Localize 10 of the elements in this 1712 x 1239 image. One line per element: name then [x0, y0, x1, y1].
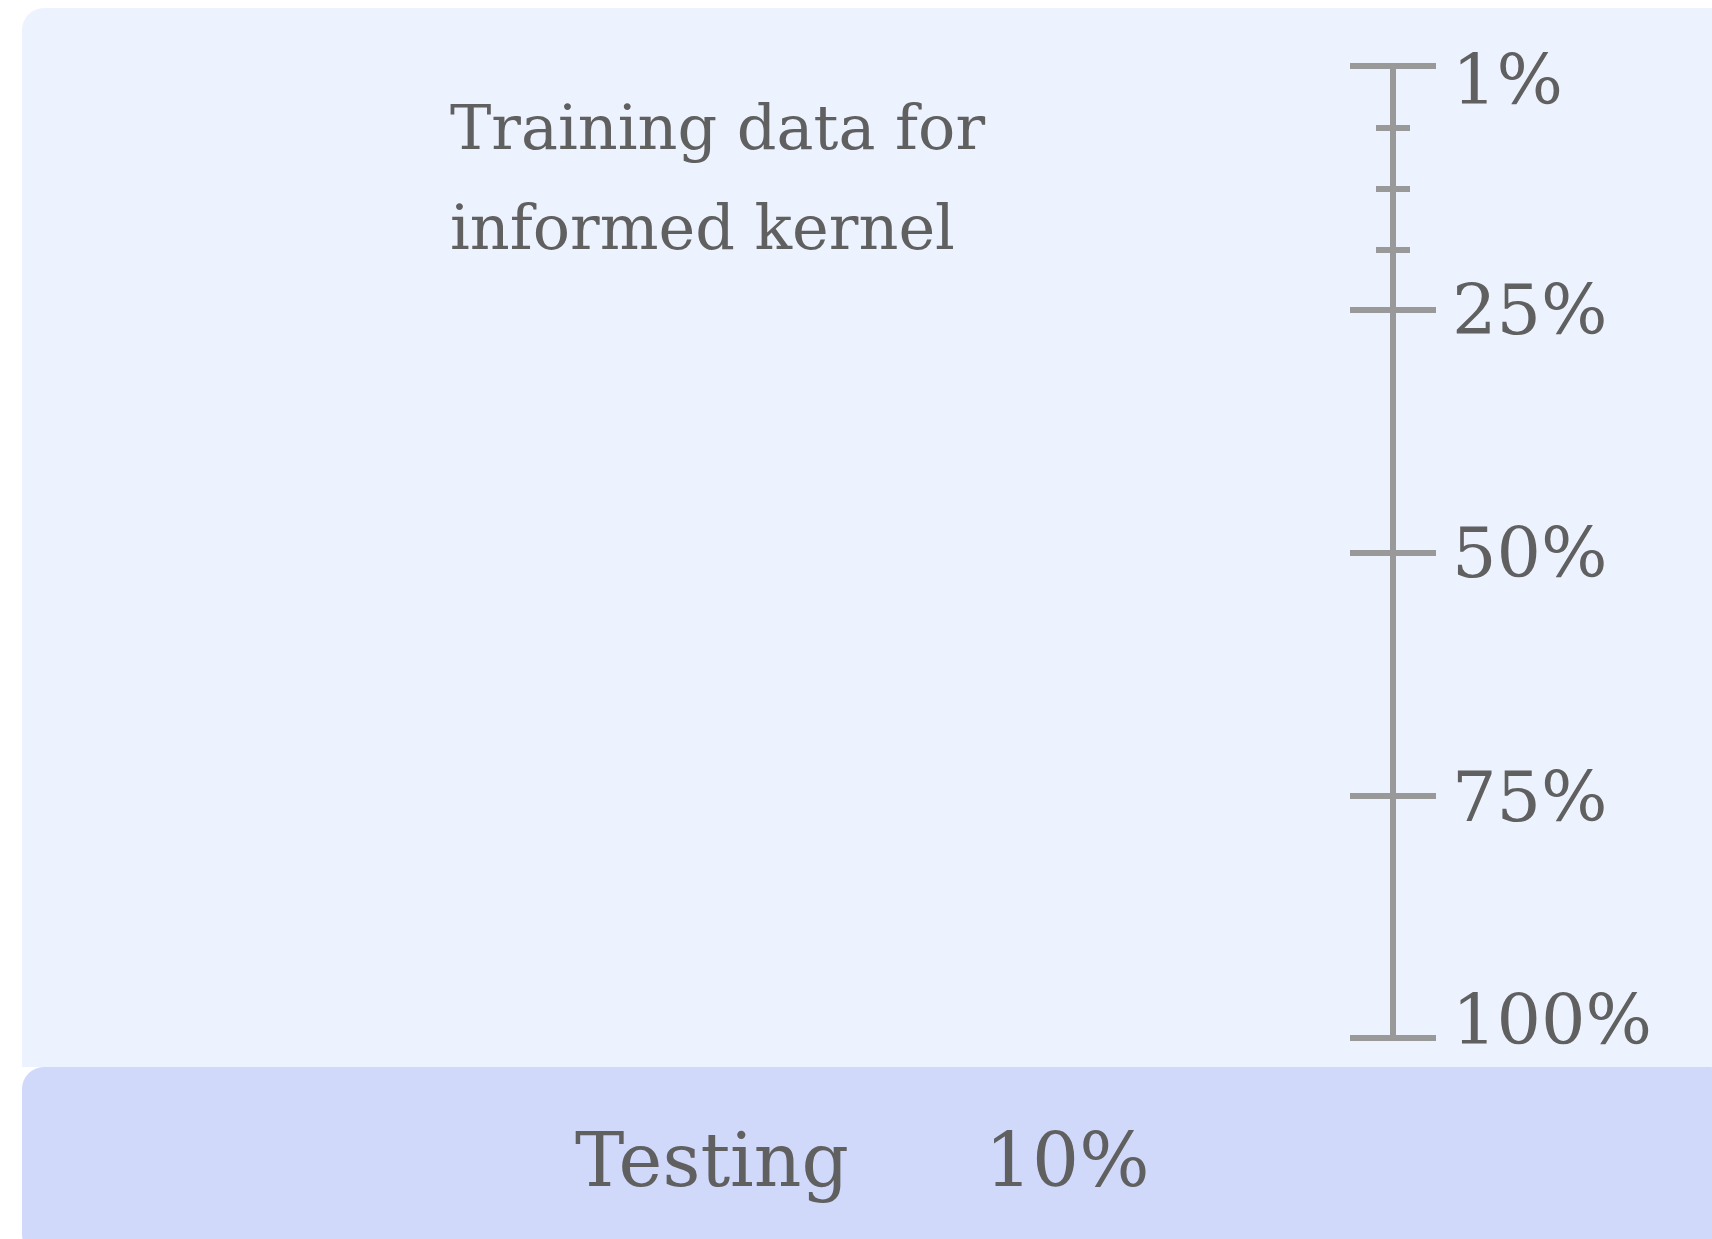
- band-label: Testing: [575, 1116, 849, 1205]
- tick-label: 50%: [1452, 513, 1608, 593]
- tick-label: 75%: [1452, 757, 1608, 837]
- testing-band: [22, 1067, 1712, 1239]
- tick-label: 1%: [1452, 40, 1564, 120]
- training-panel: [22, 8, 1712, 1067]
- percentage-label: 10%: [985, 1116, 1150, 1205]
- panel-title: Training data for informed kernel: [450, 90, 987, 266]
- tick-label: 25%: [1452, 270, 1608, 350]
- tick-label: 100%: [1452, 980, 1653, 1060]
